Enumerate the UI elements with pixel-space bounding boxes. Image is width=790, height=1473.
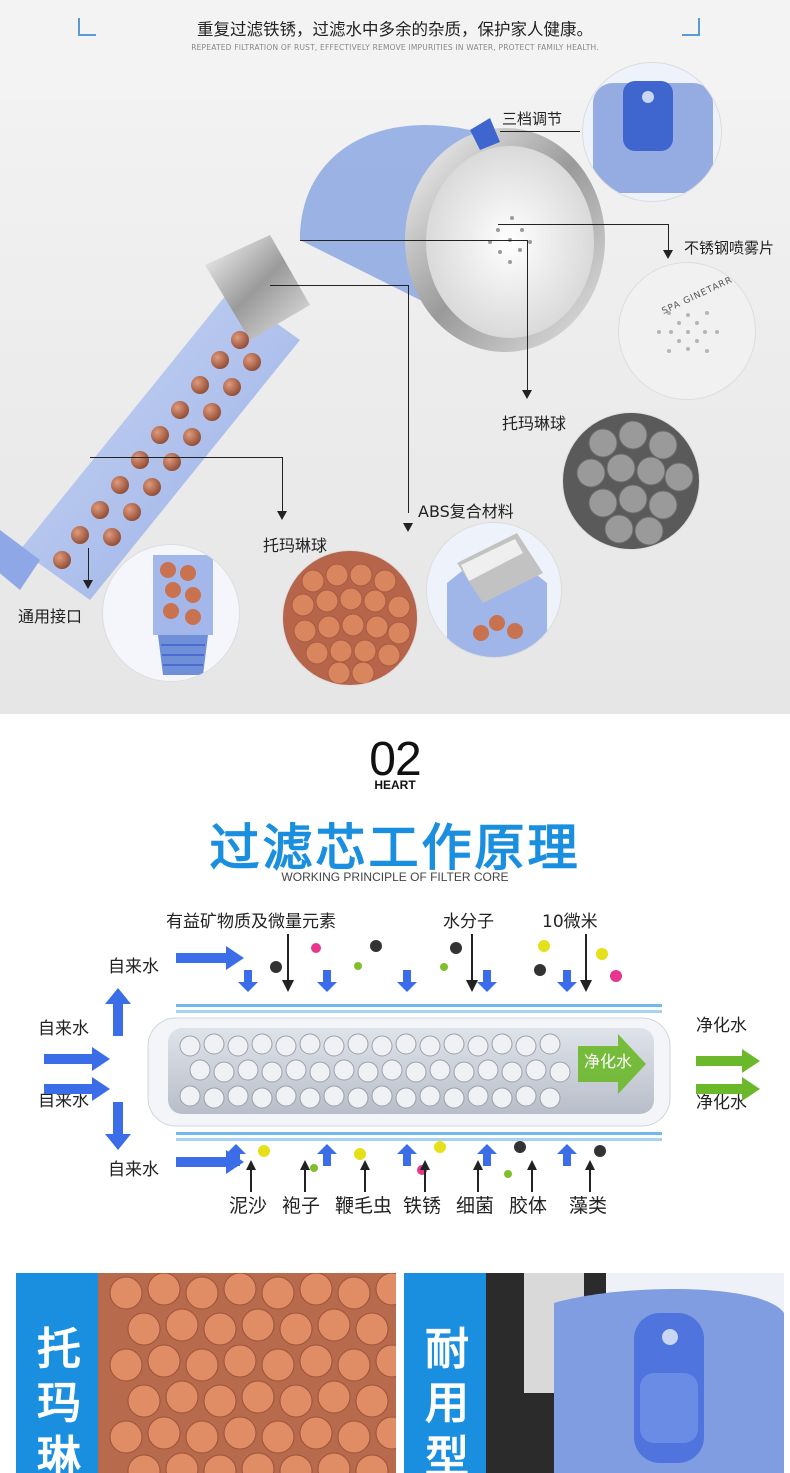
section-subtitle: WORKING PRINCIPLE OF FILTER CORE [281, 870, 509, 884]
pointer-line [300, 240, 527, 241]
section-title: 过滤芯工作原理 [209, 819, 581, 877]
label-flagellate: 鞭毛虫 [335, 1195, 393, 1217]
pointer-arrow [522, 390, 532, 399]
panel-tourmaline: 托玛琳球 [16, 1273, 396, 1473]
core-outlet-label: 净化水 [584, 1052, 633, 1071]
pointer-line [270, 285, 408, 286]
thread-icon [153, 555, 213, 675]
grey-balls-icon [576, 420, 694, 546]
label-stainless-plate: 不锈钢喷雾片 [684, 239, 775, 257]
detail-circle-plate: SPA GINETARR [618, 262, 756, 400]
knob-icon [593, 81, 713, 193]
label-inlet-left-2: 自来水 [38, 1091, 89, 1111]
headline-english: REPEATED FILTRATION OF RUST, EFFECTIVELY… [191, 43, 599, 52]
label-abs: ABS复合材料 [418, 502, 514, 521]
detail-circle-collar [426, 522, 562, 658]
label-tourmaline-2: 托玛琳球 [263, 536, 328, 555]
panel-durable-title: 耐用型材 [417, 1323, 477, 1473]
pointer-line [500, 131, 580, 132]
panel-tourmaline-title: 托玛琳球 [29, 1323, 89, 1473]
label-inlet-bottom: 自来水 [108, 1160, 159, 1180]
label-colloid: 胶体 [509, 1195, 548, 1217]
label-algae: 藻类 [569, 1195, 608, 1217]
pointer-line [282, 457, 283, 511]
label-minerals: 有益矿物质及微量元素 [166, 912, 336, 932]
label-inlet-top: 自来水 [108, 957, 159, 977]
pointer-arrow [277, 511, 287, 520]
pointer-line [90, 457, 282, 458]
detail-circle-thread [102, 544, 240, 682]
detail-circle-red-balls [282, 550, 418, 686]
pointer-arrow [403, 523, 413, 532]
panel-durable-bar [404, 1273, 486, 1473]
section-number: 02 [369, 733, 421, 786]
pointer-line [527, 240, 528, 390]
label-three-gear: 三档调节 [502, 110, 563, 128]
collar-icon [447, 533, 547, 657]
label-10-micron: 10微米 [542, 912, 598, 932]
pointer-line [498, 224, 668, 225]
panel-durable-text: 耐用型材 [425, 1324, 469, 1473]
pointer-line [408, 285, 409, 513]
spray-plate-icon [657, 311, 719, 353]
headline: 重复过滤铁锈，过滤水中多余的杂质，保护家人健康。 [197, 20, 593, 39]
detail-circle-knob [582, 62, 722, 202]
corner-bracket-left [78, 18, 96, 36]
red-balls-icon [291, 563, 411, 685]
label-water-molecule: 水分子 [443, 912, 494, 932]
panel-tourmaline-bar [16, 1273, 98, 1473]
label-rust: 铁锈 [403, 1195, 442, 1217]
principle-section: 02 HEART 过滤芯工作原理 WORKING PRINCIPLE OF FI… [0, 714, 790, 1260]
label-inlet-left-1: 自来水 [38, 1019, 89, 1039]
detail-circle-grey-balls [562, 412, 700, 550]
label-bacteria: 细菌 [456, 1195, 495, 1217]
label-spore: 袍子 [282, 1195, 321, 1217]
product-section: 重复过滤铁锈，过滤水中多余的杂质，保护家人健康。 REPEATED FILTRA… [0, 0, 790, 714]
panel-durable: 耐用型材 [404, 1273, 784, 1473]
panel-tourmaline-text: 托玛琳球 [37, 1324, 81, 1473]
label-outlet-1: 净化水 [696, 1016, 747, 1036]
filter-core-diagram [44, 934, 760, 1192]
label-sand: 泥沙 [229, 1195, 268, 1217]
label-universal: 通用接口 [18, 607, 83, 626]
section-tag: HEART [374, 778, 416, 792]
label-tourmaline-1: 托玛琳球 [502, 414, 567, 433]
pointer-line [88, 548, 89, 580]
pointer-arrow [83, 580, 93, 589]
durable-body-image [404, 1273, 784, 1473]
pointer-line [668, 224, 669, 250]
pointer-arrow [663, 250, 673, 259]
label-outlet-2: 净化水 [696, 1093, 747, 1113]
corner-bracket-right [682, 18, 700, 36]
